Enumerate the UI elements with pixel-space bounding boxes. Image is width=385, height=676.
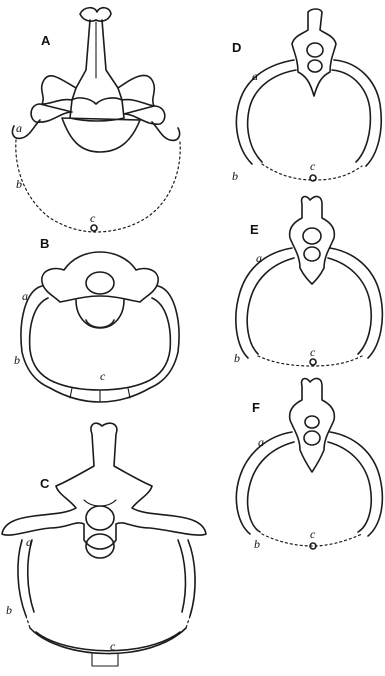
- panel-d: D a b c: [232, 9, 381, 183]
- panel-e-label-c: c: [310, 345, 316, 359]
- panel-a: A a b c: [12, 8, 180, 232]
- panel-c-label-a: a: [26, 535, 32, 549]
- panel-f-label-b: b: [254, 537, 260, 551]
- panel-e: E a b c: [234, 197, 382, 366]
- panel-e-label-a: a: [256, 251, 262, 265]
- panel-f: F a b c: [236, 379, 382, 551]
- panel-c-vertebra: [2, 423, 206, 666]
- panel-f-label-a: a: [258, 435, 264, 449]
- panel-c-label-c: c: [110, 639, 116, 653]
- panel-a-vertebra: [12, 8, 180, 232]
- panel-d-label-a: a: [252, 69, 258, 83]
- panel-f-label-c: c: [310, 527, 316, 541]
- panel-b-label-c: c: [100, 369, 106, 383]
- panel-c: C a b c: [2, 423, 206, 666]
- panel-b-label-a: a: [22, 289, 28, 303]
- panel-b-label-b: b: [14, 353, 20, 367]
- panel-d-label: D: [232, 40, 241, 55]
- panel-d-label-b: b: [232, 169, 238, 183]
- panel-a-label-a: a: [16, 121, 22, 135]
- panel-a-label-c: c: [90, 211, 96, 225]
- panel-c-label: C: [40, 476, 50, 491]
- panel-d-vertebra: [236, 9, 381, 181]
- panel-c-label-b: b: [6, 603, 12, 617]
- panel-b: B a b c: [14, 236, 179, 402]
- panel-f-label: F: [252, 400, 260, 415]
- panel-e-label: E: [250, 222, 259, 237]
- panel-e-label-b: b: [234, 351, 240, 365]
- panel-b-label: B: [40, 236, 49, 251]
- panel-a-label-b: b: [16, 177, 22, 191]
- panel-d-label-c: c: [310, 159, 316, 173]
- panel-a-label: A: [41, 33, 51, 48]
